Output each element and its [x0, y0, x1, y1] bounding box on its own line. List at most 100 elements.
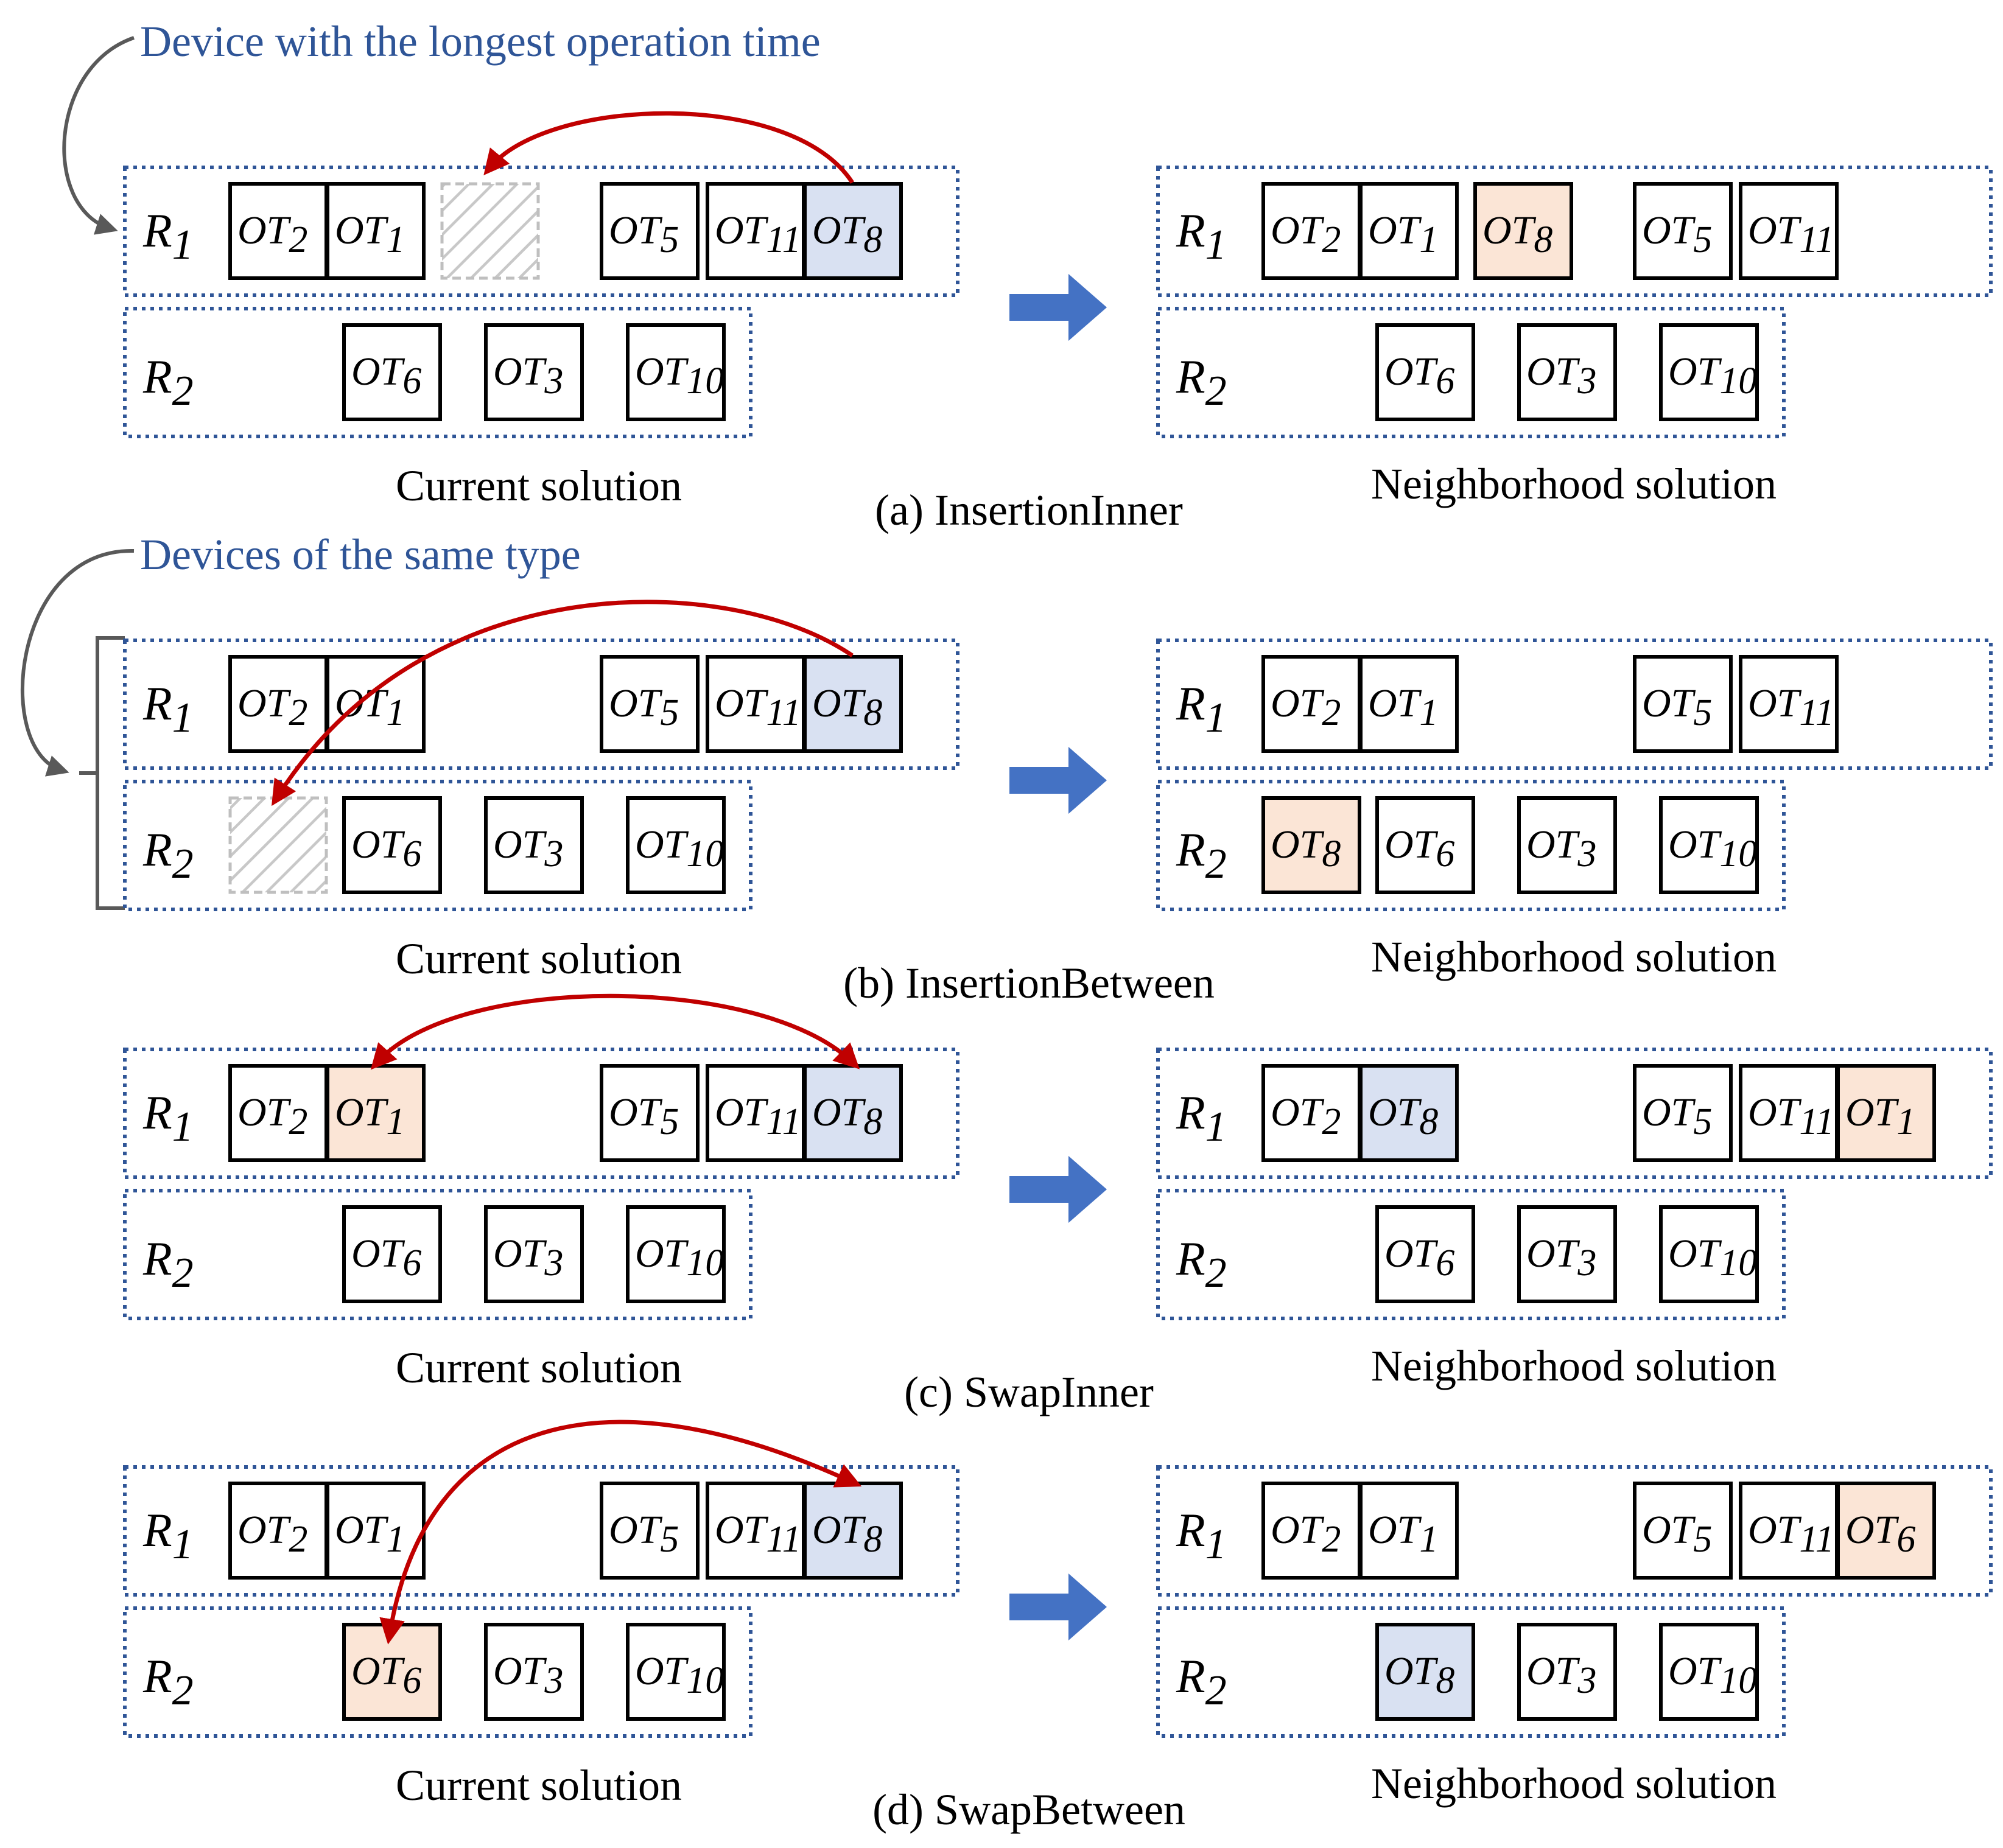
move-arrow-a: [483, 111, 854, 184]
current-r2-container: [123, 1606, 752, 1738]
neighbor-r2-ot10-subscript: 10: [1719, 1242, 1757, 1284]
current-r1-label-sub: 1: [172, 1104, 194, 1150]
annotation-pointer-a: [62, 36, 135, 235]
current-r2-ot10-box: [626, 1205, 726, 1303]
neighbor-r2-container: [1156, 1189, 1786, 1320]
current-r1-ot11-box: [706, 655, 805, 753]
neighbor-r2-ot8-label: OT8: [1384, 1649, 1454, 1701]
transition-arrow: [1009, 747, 1107, 814]
neighborhood-solution-label: Neighborhood solution: [1371, 460, 1777, 508]
current-r1-label-sub: 1: [172, 1521, 194, 1568]
current-r1-label: R1: [142, 1503, 194, 1568]
current-r1-ot2-box: [228, 1064, 328, 1162]
neighbor-r2-ot10-subscript: 10: [1719, 360, 1757, 402]
neighbor-r1-ot5-subscript: 5: [1693, 1101, 1712, 1143]
neighbor-r1-ot1-subscript: 1: [1896, 1101, 1915, 1143]
current-r1-ot1-subscript: 1: [386, 1519, 405, 1560]
current-r1-ot5-box: [600, 655, 700, 753]
panel-caption: (a) InsertionInner: [875, 486, 1183, 534]
neighbor-r2-ot3-subscript: 3: [1577, 360, 1596, 402]
neighbor-r2-ot10-subscript: 10: [1719, 833, 1757, 875]
neighbor-r1-ot8-label: OT8: [1368, 1090, 1438, 1143]
current-r1-ot5-label: OT5: [609, 1090, 679, 1143]
neighbor-r1-container: [1156, 1048, 1993, 1179]
neighbor-r1-ot2-label: OT2: [1271, 681, 1341, 733]
current-r2-ot6-box: [342, 323, 442, 421]
current-r2-label: R2: [142, 1232, 194, 1297]
current-r1-ghost-slot: [440, 182, 540, 280]
neighbor-r2-label-sub: 2: [1205, 1250, 1227, 1297]
neighbor-r1-ot8-subscript: 8: [1419, 1101, 1438, 1143]
neighbor-r1-ot6-subscript: 6: [1896, 1519, 1915, 1560]
neighbor-r1-label-sub: 1: [1205, 1104, 1227, 1150]
neighbor-r1-ot1-label: OT1: [1368, 681, 1438, 733]
current-solution-label: Current solution: [396, 934, 682, 983]
current-r1-ot5-subscript: 5: [660, 219, 679, 261]
neighbor-r1-ot8-box: [1359, 1064, 1459, 1162]
transition-arrow: [1009, 1573, 1107, 1640]
neighbor-r1-ot2-subscript: 2: [1322, 1519, 1341, 1560]
current-solution-label: Current solution: [396, 1761, 682, 1810]
current-r1-ot8-label: OT8: [812, 1090, 882, 1143]
neighborhood-solution-label: Neighborhood solution: [1371, 1759, 1777, 1808]
neighbor-r1-ot5-subscript: 5: [1693, 219, 1712, 261]
neighbor-r2-label: R2: [1176, 350, 1227, 415]
current-r2-label: R2: [142, 823, 194, 887]
current-r2-container: [123, 1189, 752, 1320]
current-r2-ot10-box: [626, 796, 726, 894]
current-r2-label-sub: 2: [172, 1250, 194, 1297]
current-r1-ot8-box: [803, 655, 903, 753]
neighbor-r2-ot8-box: [1375, 1623, 1475, 1721]
neighbor-r1-ot1-box: [1359, 182, 1459, 280]
neighborhood-solution-label: Neighborhood solution: [1371, 933, 1777, 981]
neighbor-r1-label: R1: [1176, 204, 1227, 268]
neighbor-r2-container: [1156, 1606, 1786, 1738]
neighbor-r1-ot5-label: OT5: [1642, 208, 1712, 261]
current-r2-ot10-box: [626, 323, 726, 421]
neighbor-r1-ot8-subscript: 8: [1534, 219, 1552, 261]
current-solution-label: Current solution: [396, 461, 682, 510]
transition-arrow: [1009, 274, 1107, 341]
current-r2-label-sub: 2: [172, 841, 194, 887]
neighbor-r1-ot5-box: [1633, 1482, 1733, 1580]
annotation-same-type: Devices of the same type: [140, 530, 581, 579]
neighbor-r1-ot5-subscript: 5: [1693, 692, 1712, 733]
neighbor-r2-ot6-subscript: 6: [1436, 833, 1454, 875]
current-r1-ot1-subscript: 1: [386, 692, 405, 733]
current-r1-ot5-subscript: 5: [660, 1519, 679, 1560]
current-r2-ot10-subscript: 10: [686, 1660, 724, 1701]
annotation-longest-device: Device with the longest operation time: [140, 17, 821, 66]
current-r2-ot3-box: [484, 1205, 584, 1303]
current-r1-ot5-subscript: 5: [660, 1101, 679, 1143]
neighbor-r1-label-sub: 1: [1205, 1521, 1227, 1568]
current-r2-ot6-box: [342, 796, 442, 894]
neighbor-r2-container: [1156, 307, 1786, 438]
neighbor-r2-ot3-box: [1517, 323, 1617, 421]
current-r1-label-sub: 1: [172, 695, 194, 741]
neighbor-r2-ot3-subscript: 3: [1577, 1660, 1596, 1701]
neighbor-r1-container: [1156, 166, 1993, 297]
current-r2-ot3-subscript: 3: [544, 1242, 563, 1284]
current-r1-label: R1: [142, 1086, 194, 1150]
neighbor-r1-ot11-subscript: 11: [1799, 1101, 1834, 1143]
neighbor-r1-ot1-subscript: 1: [1419, 219, 1438, 261]
neighbor-r1-ot2-box: [1261, 655, 1361, 753]
neighbor-r1-ot11-box: [1739, 1064, 1839, 1162]
current-r1-ot11-subscript: 11: [766, 1519, 801, 1560]
neighbor-r1-ot11-subscript: 11: [1799, 692, 1834, 733]
move-arrow-d: [379, 1419, 862, 1645]
current-r1-ot11-label: OT11: [715, 1090, 801, 1143]
type-bracket: [79, 636, 125, 910]
current-r1-ot1-box: [326, 1064, 426, 1162]
current-r2-label: R2: [142, 1650, 194, 1714]
neighbor-r2-label: R2: [1176, 1232, 1227, 1297]
current-r1-ot2-subscript: 2: [289, 1519, 307, 1560]
current-r1-ot8-subscript: 8: [863, 692, 882, 733]
neighbor-r2-ot3-label: OT3: [1526, 822, 1596, 875]
current-r1-ot1-subscript: 1: [386, 219, 405, 261]
current-r1-label: R1: [142, 677, 194, 741]
current-r2-label: R2: [142, 350, 194, 415]
neighbor-r2-ot10-subscript: 10: [1719, 1660, 1757, 1701]
